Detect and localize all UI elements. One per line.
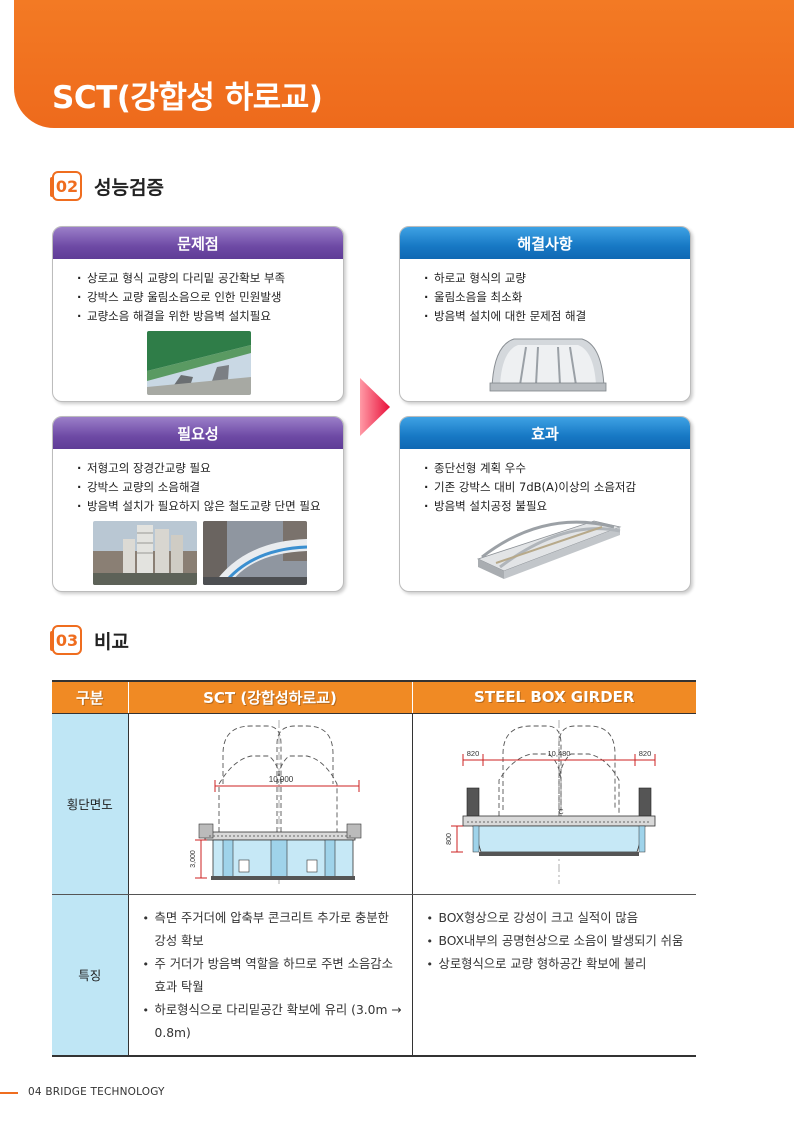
column-header: STEEL BOX GIRDER (412, 680, 696, 714)
list-item: 방음벽 설치가 필요하지 않은 철도교량 단면 필요 (77, 497, 343, 516)
list-item: 주 거더가 방음벽 역할을 하므로 주변 소음감소효과 탁월 (143, 953, 404, 999)
list-item: 울림소음을 최소화 (424, 288, 690, 307)
sct-section-render (486, 331, 610, 395)
footer: 04 BRIDGE TECHNOLOGY (28, 1086, 165, 1098)
dimension-label: 10,900 (268, 775, 293, 784)
table-row: 횡단면도 10,900 C (52, 713, 696, 895)
dimension-label: 3,000 (190, 850, 197, 868)
page-header: SCT(강합성 하로교) (14, 0, 794, 128)
list-item: BOX내부의 공명현상으로 소음이 발생되기 쉬움 (427, 930, 689, 953)
list-item: 강박스 교량의 소음해결 (77, 478, 343, 497)
card-necessity: 필요성 저형고의 장경간교량 필요 강박스 교량의 소음해결 방음벽 설치가 필… (52, 416, 344, 592)
footer-accent-line (0, 1092, 18, 1094)
section-comparison-heading: 03 비교 (50, 625, 129, 655)
card-effect: 효과 종단선형 계획 우수 기존 강박스 대비 7dB(A)이상의 소음저감 방… (399, 416, 691, 592)
box-girder-cross-section-cell: 820 10,480 820 C (412, 713, 696, 895)
card-solution-list: 하로교 형식의 교량 울림소음을 최소화 방음벽 설치에 대한 문제점 해결 (400, 259, 690, 326)
dimension-label: 800 (446, 833, 453, 845)
card-problem-list: 상로교 형식 교량의 다리밑 공간확보 부족 강박스 교량 울림소음으로 인한 … (53, 259, 343, 326)
list-item: 종단선형 계획 우수 (424, 459, 690, 478)
card-problem-title: 문제점 (53, 227, 343, 259)
box-features-cell: BOX형상으로 강성이 크고 실적이 많음 BOX내부의 공명현상으로 소음이 … (412, 894, 696, 1057)
section-title: 비교 (94, 630, 129, 653)
table-header-row: 구분 SCT (강합성하로교) STEEL BOX GIRDER (52, 680, 696, 714)
list-item: 하로형식으로 다리밑공간 확보에 유리 (3.0m → 0.8m) (143, 999, 404, 1045)
arrow-right-icon (360, 378, 390, 436)
comparison-table: 구분 SCT (강합성하로교) STEEL BOX GIRDER 횡단면도 10… (52, 680, 696, 1057)
railway-viaduct-photo (203, 521, 307, 585)
card-solution: 해결사항 하로교 형식의 교량 울림소음을 최소화 방음벽 설치에 대한 문제점… (399, 226, 691, 402)
centerline-mark: C (558, 809, 563, 816)
card-effect-list: 종단선형 계획 우수 기존 강박스 대비 7dB(A)이상의 소음저감 방음벽 … (400, 449, 690, 516)
card-problem: 문제점 상로교 형식 교량의 다리밑 공간확보 부족 강박스 교량 울림소음으로… (52, 226, 344, 402)
list-item: 저형고의 장경간교량 필요 (77, 459, 343, 478)
list-item: 방음벽 설치에 대한 문제점 해결 (424, 307, 690, 326)
section-number-badge: 02 (50, 171, 82, 201)
section-number-badge: 03 (50, 625, 82, 655)
apartment-city-photo (93, 521, 197, 585)
table-row: 특징 측면 주거더에 압축부 콘크리트 추가로 충분한 강성 확보 주 거더가 … (52, 894, 696, 1057)
list-item: 상로교 형식 교량의 다리밑 공간확보 부족 (77, 269, 343, 288)
dimension-label: 820 (638, 749, 651, 758)
sct-cross-section-cell: 10,900 C (128, 713, 413, 895)
list-item: 방음벽 설치공정 불필요 (424, 497, 690, 516)
card-necessity-list: 저형고의 장경간교량 필요 강박스 교량의 소음해결 방음벽 설치가 필요하지 … (53, 449, 343, 516)
list-item: 기존 강박스 대비 7dB(A)이상의 소음저감 (424, 478, 690, 497)
card-necessity-title: 필요성 (53, 417, 343, 449)
list-item: 측면 주거더에 압축부 콘크리트 추가로 충분한 강성 확보 (143, 907, 404, 953)
section-verification-heading: 02 성능검증 (50, 171, 164, 201)
dimension-label: 820 (466, 749, 479, 758)
sct-cross-section-drawing: 10,900 C (190, 719, 361, 884)
sct-features-cell: 측면 주거더에 압축부 콘크리트 추가로 충분한 강성 확보 주 거더가 방음벽… (128, 894, 413, 1057)
list-item: BOX형상으로 강성이 크고 실적이 많음 (427, 907, 689, 930)
page-title: SCT(강합성 하로교) (52, 80, 323, 116)
footer-label: BRIDGE TECHNOLOGY (45, 1086, 165, 1098)
section-title: 성능검증 (94, 176, 164, 199)
list-item: 강박스 교량 울림소음으로 인한 민원발생 (77, 288, 343, 307)
column-header: 구분 (52, 680, 129, 714)
row-label: 횡단면도 (52, 713, 129, 895)
card-effect-title: 효과 (400, 417, 690, 449)
column-header: SCT (강합성하로교) (128, 680, 413, 714)
bridge-underside-photo (147, 331, 251, 395)
sct-bridge-render (474, 513, 624, 585)
row-label: 특징 (52, 894, 129, 1057)
card-solution-title: 해결사항 (400, 227, 690, 259)
list-item: 하로교 형식의 교량 (424, 269, 690, 288)
list-item: 상로형식으로 교량 형하공간 확보에 불리 (427, 953, 689, 976)
list-item: 교량소음 해결을 위한 방음벽 설치필요 (77, 307, 343, 326)
page-number: 04 (28, 1086, 42, 1098)
box-girder-cross-section-drawing: 820 10,480 820 C (446, 719, 655, 884)
